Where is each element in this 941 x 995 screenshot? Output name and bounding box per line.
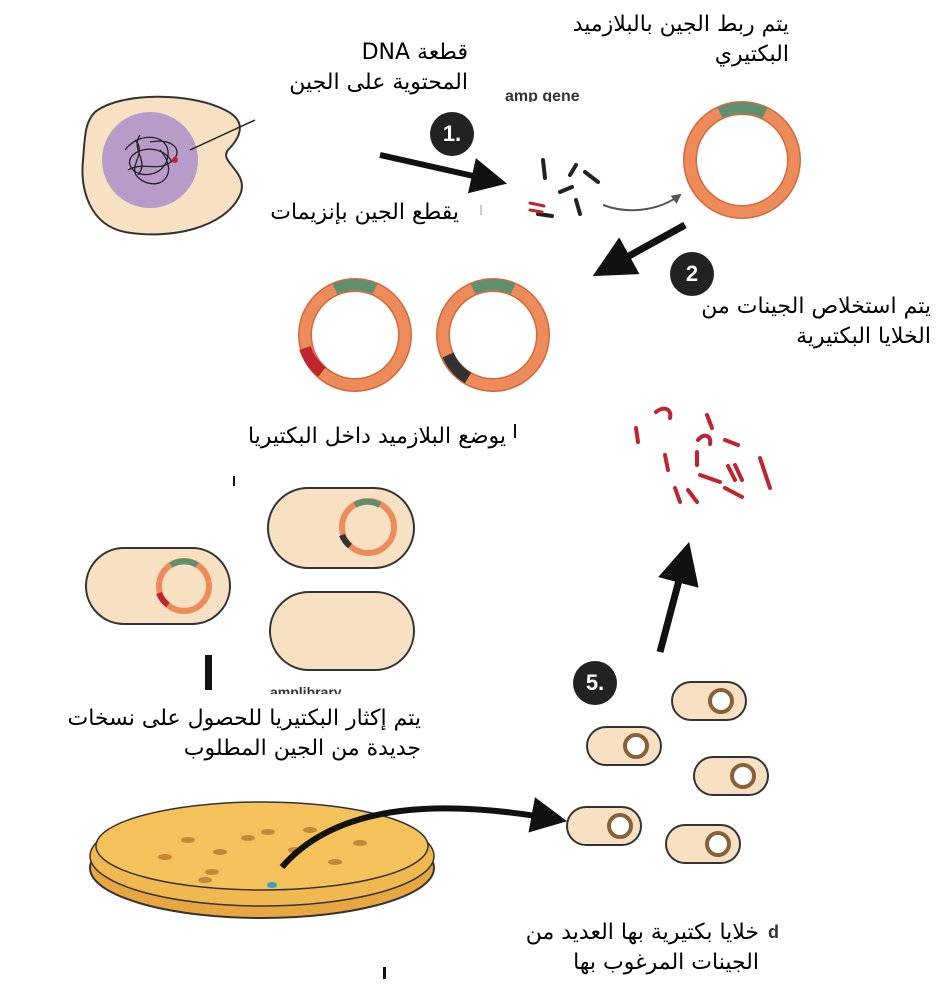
many-genes-label: خلايا بكتيرية بها العديد من الجينات المر… — [526, 918, 759, 978]
multiply-label: يتم إكثار البكتيريا للحصول على نسخات جدي… — [68, 704, 422, 764]
ligate-label: يتم ربط الجين بالبلازميد البكتيري — [573, 10, 789, 70]
plasmid-right — [443, 285, 543, 385]
dna-segment-line1: قطعة DNA — [289, 38, 468, 68]
tick-mark-4 — [480, 205, 482, 215]
d-marker: d — [768, 922, 779, 943]
bacterium-empty — [270, 592, 414, 670]
many-genes-line2: الجينات المرغوب بها — [526, 948, 759, 978]
plasmid-left — [305, 285, 405, 385]
bottom-fragment: amplibrary — [270, 684, 342, 694]
many-genes-line1: خلايا بكتيرية بها العديد من — [526, 918, 759, 948]
dna-fragments — [530, 160, 598, 216]
step-2-badge: 2 — [670, 252, 714, 296]
tick-mark — [383, 967, 386, 979]
step-1-badge: 1. — [430, 112, 474, 156]
petri-dish — [90, 802, 434, 918]
extract-line1: يتم استخلاص الجينات من — [701, 292, 931, 322]
gene-cut-label: يقطع الجين بإنزيمات — [270, 198, 459, 228]
bacterium-left — [86, 548, 230, 624]
gene-spot — [172, 157, 178, 163]
multiply-line2: جديدة من الجين المطلوب — [68, 734, 422, 764]
extract-line2: الخلايا البكتيرية — [701, 322, 931, 352]
ligate-line2: البكتيري — [573, 40, 789, 70]
tick-mark-2 — [514, 424, 516, 438]
extract-label: يتم استخلاص الجينات من الخلايا البكتيرية — [701, 292, 931, 352]
bacterium-top — [268, 488, 414, 568]
donor-cell — [82, 97, 255, 235]
nucleus — [102, 112, 198, 208]
dna-segment-label: قطعة DNA المحتوية على الجين — [289, 38, 468, 98]
step-5-badge: 5. — [573, 661, 617, 705]
amp-gene-fragment: amp gene — [505, 88, 580, 102]
arrow-bacteria-to-genes — [660, 550, 687, 652]
ligate-line1: يتم ربط الجين بالبلازميد — [573, 10, 789, 40]
arrow-fragments-to-plasmid — [603, 195, 680, 210]
bacteria-cluster — [567, 682, 768, 863]
multiply-line1: يتم إكثار البكتيريا للحصول على نسخات — [68, 704, 422, 734]
arrow-down-stub — [205, 655, 212, 690]
extracted-genes — [636, 409, 770, 502]
plasmid-top — [690, 108, 794, 212]
tick-mark-3 — [233, 476, 235, 486]
insert-plasmid-label: يوضع البلازميد داخل البكتيريا — [248, 422, 506, 452]
dna-segment-line2: المحتوية على الجين — [289, 68, 468, 98]
arrow-cell-to-fragments — [380, 155, 500, 182]
